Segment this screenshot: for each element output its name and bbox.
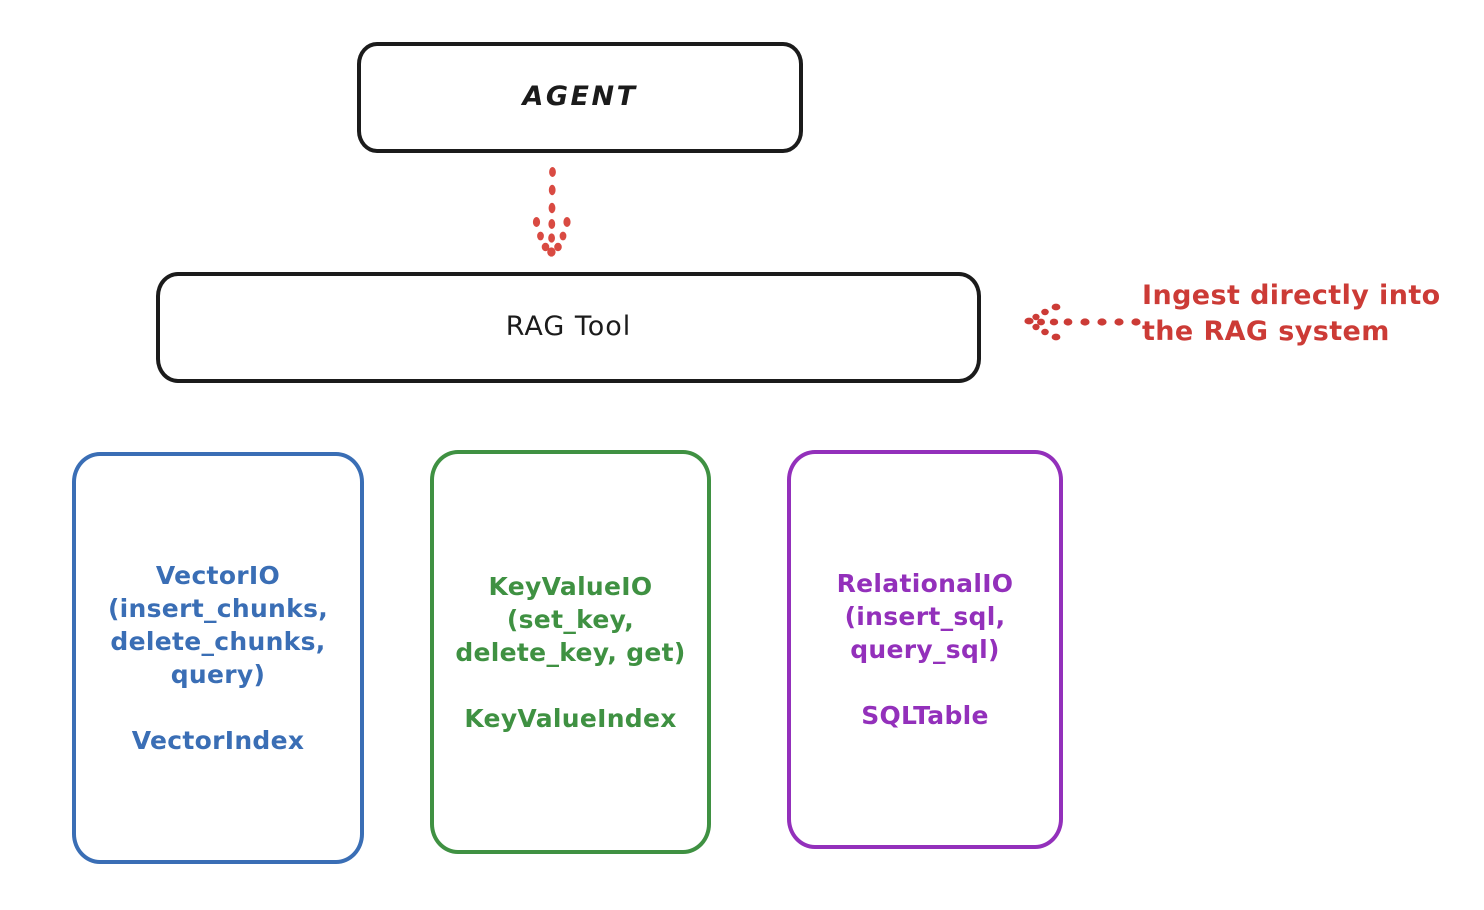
node-key-value-io[interactable]: KeyValueIO (set_key, delete_key, get) Ke… <box>430 450 711 854</box>
node-agent-label: AGENT <box>522 81 638 113</box>
node-key-value-io-label: KeyValueIO (set_key, delete_key, get) Ke… <box>455 571 686 733</box>
node-rag-tool-label: RAG Tool <box>505 311 632 343</box>
node-relational-io-label: RelationalIO (insert_sql, query_sql) SQL… <box>836 569 1014 730</box>
node-rag-tool[interactable]: RAG Tool <box>156 272 981 383</box>
annotation-ingest-text: Ingest directly into the RAG system <box>1142 280 1441 348</box>
node-relational-io[interactable]: RelationalIO (insert_sql, query_sql) SQL… <box>787 450 1063 849</box>
node-vector-io[interactable]: VectorIO (insert_chunks, delete_chunks, … <box>72 452 364 864</box>
node-agent[interactable]: AGENT <box>357 42 803 153</box>
connector-ingest-pointer <box>1018 296 1143 348</box>
node-vector-io-label: VectorIO (insert_chunks, delete_chunks, … <box>107 561 329 755</box>
connector-agent-to-rag-tool <box>518 166 588 266</box>
